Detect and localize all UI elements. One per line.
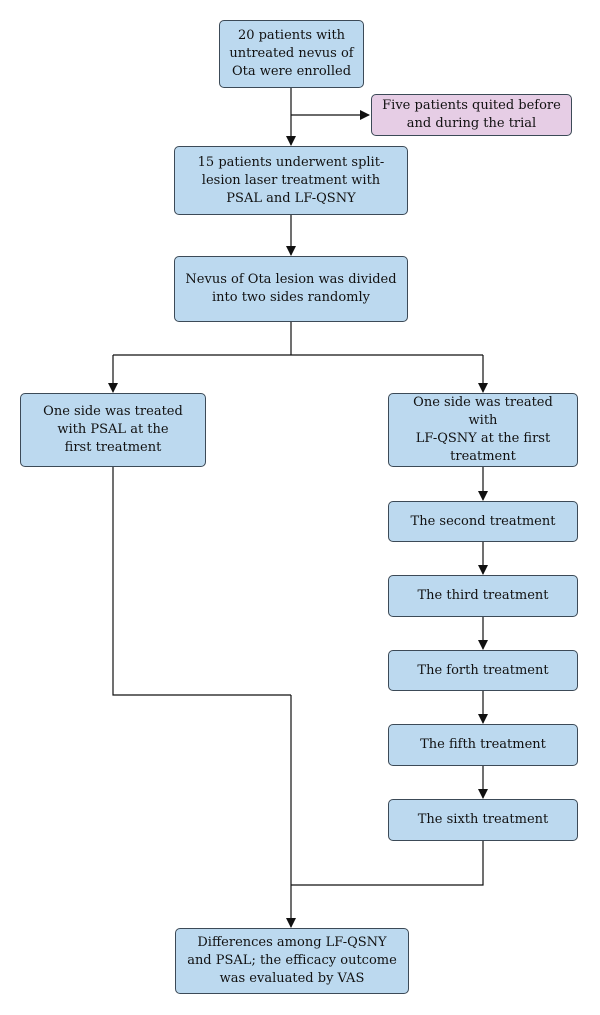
node-sixth-treatment: The sixth treatment — [388, 799, 578, 841]
node-qsny-first: One side was treated with LF-QSNY at the… — [388, 393, 578, 467]
line-psal-merge — [112, 467, 291, 696]
node-divided-sides: Nevus of Ota lesion was divided into two… — [174, 256, 408, 322]
node-split-lesion: 15 patients underwent split- lesion lase… — [174, 146, 408, 215]
node-fourth-treatment: The forth treatment — [388, 650, 578, 691]
node-second-treatment: The second treatment — [388, 501, 578, 542]
node-third-treatment: The third treatment — [388, 575, 578, 617]
node-enrolled: 20 patients with untreated nevus of Ota … — [219, 20, 364, 88]
node-exclusion: Five patients quited before and during t… — [371, 94, 572, 136]
node-outcome: Differences among LF-QSNY and PSAL; the … — [175, 928, 409, 994]
node-fifth-treatment: The fifth treatment — [388, 724, 578, 766]
node-psal-first: One side was treated with PSAL at the fi… — [20, 393, 206, 467]
line-sixth-merge — [291, 841, 484, 886]
